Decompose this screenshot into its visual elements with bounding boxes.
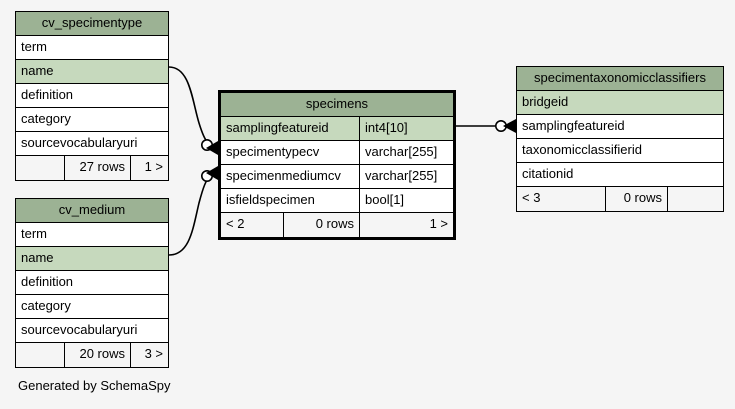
table-title-row[interactable]: cv_specimentype	[16, 12, 168, 35]
column-name: definition	[21, 87, 74, 102]
edge-optional-marker-2	[201, 170, 214, 183]
column-name: isfieldspecimen	[226, 192, 315, 207]
table-specimens[interactable]: specimens samplingfeatureid int4[10] spe…	[218, 90, 456, 240]
column-name: citationid	[522, 166, 574, 181]
column-name: specimenmediumcv	[226, 168, 341, 183]
edge-crowsfoot-marker-2	[206, 166, 218, 180]
table-column-row-key[interactable]: name	[16, 246, 168, 270]
table-cv-specimentype[interactable]: cv_specimentype term name definition cat…	[15, 11, 169, 181]
table-column-row[interactable]: taxonomicclassifierid	[517, 138, 723, 162]
table-title-row[interactable]: cv_medium	[16, 199, 168, 222]
column-name: specimentypecv	[226, 144, 320, 159]
table-column-row[interactable]: category	[16, 294, 168, 318]
footer-child-count[interactable]: 1 >	[130, 156, 168, 180]
table-footer: < 3 0 rows	[517, 186, 723, 211]
table-column-row[interactable]: specimentypecv varchar[255]	[221, 140, 453, 164]
table-column-row[interactable]: definition	[16, 83, 168, 107]
table-column-row[interactable]: category	[16, 107, 168, 131]
column-type: int4[10]	[359, 117, 453, 140]
column-name: term	[21, 226, 47, 241]
table-column-row-key[interactable]: samplingfeatureid int4[10]	[221, 116, 453, 140]
table-footer: 20 rows 3 >	[16, 342, 168, 367]
edge-cv-medium-to-specimens	[168, 174, 212, 256]
column-type: varchar[255]	[359, 165, 453, 188]
table-column-row[interactable]: samplingfeatureid	[517, 114, 723, 138]
footer-child-count[interactable]: 3 >	[130, 343, 168, 367]
column-type: bool[1]	[359, 189, 453, 212]
table-title-row[interactable]: specimentaxonomicclassifiers	[517, 67, 723, 90]
column-name: taxonomicclassifierid	[522, 142, 642, 157]
table-column-row[interactable]: term	[16, 222, 168, 246]
table-title: cv_specimentype	[41, 15, 143, 30]
table-column-row-key[interactable]: bridgeid	[517, 90, 723, 114]
table-footer: 27 rows 1 >	[16, 155, 168, 180]
table-title-row[interactable]: specimens	[221, 93, 453, 116]
column-name: sourcevocabularyuri	[21, 135, 138, 150]
column-name: definition	[21, 274, 74, 289]
table-specimentaxonomicclassifiers[interactable]: specimentaxonomicclassifiers bridgeid sa…	[516, 66, 724, 212]
footer-row-count: 0 rows	[283, 213, 359, 237]
column-name: category	[21, 298, 71, 313]
table-column-row[interactable]: isfieldspecimen bool[1]	[221, 188, 453, 212]
column-type: varchar[255]	[359, 141, 453, 164]
column-name: term	[21, 39, 47, 54]
table-title: specimens	[305, 96, 369, 111]
edge-crowsfoot-marker-1	[206, 141, 218, 155]
column-name: sourcevocabularyuri	[21, 322, 138, 337]
edge-cv-specimentype-to-specimens	[168, 66, 212, 147]
edge-crowsfoot-marker-3	[503, 119, 516, 133]
footer-row-count: 20 rows	[64, 343, 130, 367]
table-title: specimentaxonomicclassifiers	[534, 70, 706, 85]
edge-optional-marker-1	[201, 139, 214, 152]
table-column-row[interactable]: sourcevocabularyuri	[16, 318, 168, 342]
column-name: name	[21, 63, 54, 78]
generated-by-caption: Generated by SchemaSpy	[18, 378, 171, 393]
column-name: bridgeid	[522, 94, 569, 109]
column-name: samplingfeatureid	[522, 118, 625, 133]
table-column-row[interactable]: sourcevocabularyuri	[16, 131, 168, 155]
column-name: category	[21, 111, 71, 126]
table-column-row[interactable]: definition	[16, 270, 168, 294]
column-name: name	[21, 250, 54, 265]
footer-child-count	[667, 187, 723, 211]
footer-parent-count[interactable]	[16, 156, 64, 180]
table-column-row[interactable]: citationid	[517, 162, 723, 186]
table-column-row[interactable]: specimenmediumcv varchar[255]	[221, 164, 453, 188]
edge-optional-marker-3	[494, 120, 507, 133]
table-column-row-key[interactable]: name	[16, 59, 168, 83]
footer-parent-count[interactable]	[16, 343, 64, 367]
table-footer: < 2 0 rows 1 >	[221, 212, 453, 237]
footer-child-count[interactable]: 1 >	[359, 213, 453, 237]
table-title: cv_medium	[58, 202, 126, 217]
footer-parent-count[interactable]: < 2	[226, 216, 245, 231]
footer-row-count: 0 rows	[605, 187, 667, 211]
column-name: samplingfeatureid	[226, 120, 329, 135]
table-cv-medium[interactable]: cv_medium term name definition category …	[15, 198, 169, 368]
footer-parent-count[interactable]: < 3	[522, 190, 541, 205]
table-column-row[interactable]: term	[16, 35, 168, 59]
footer-row-count: 27 rows	[64, 156, 130, 180]
